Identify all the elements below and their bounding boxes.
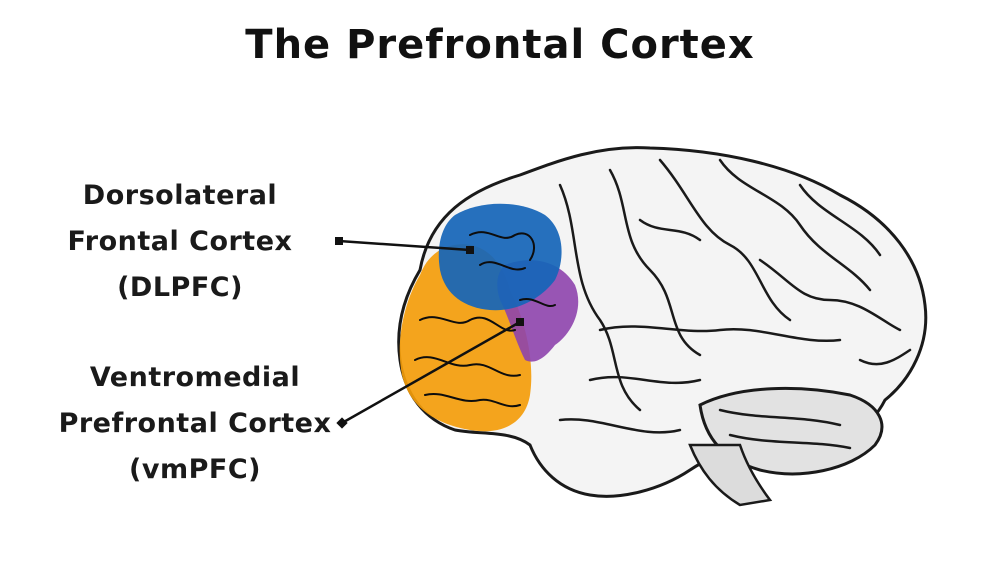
dlpfc-leader [335,237,474,254]
dlpfc-label: Dorsolateral Frontal Cortex (DLPFC) [55,173,305,311]
region-gyri-lines [414,231,556,408]
dlpfc-leader-line [338,239,471,252]
dlpfc-label-line-1: Dorsolateral [82,180,278,211]
vmpfc-leader-start-marker [516,318,524,326]
dlpfc-leader-start-marker [466,246,474,254]
gyri-lines [558,158,912,450]
dlpfc-label-line-3: (DLPFC) [117,272,243,303]
vmpfc-label-line-1: Ventromedial [89,362,301,393]
vmpfc-leader-line [341,320,521,425]
vmpfc-label-line-2: Prefrontal Cortex [58,408,332,439]
vmpfc-label-line-3: (vmPFC) [129,454,261,485]
vmpfc-label: Ventromedial Prefrontal Cortex (vmPFC) [40,355,350,493]
dlpfc-label-line-2: Frontal Cortex [67,226,293,257]
page-title: The Prefrontal Cortex [245,22,755,68]
vmpfc-leader [336,318,524,429]
dlpfc-region [438,203,562,311]
brainstem-outline [688,443,773,507]
